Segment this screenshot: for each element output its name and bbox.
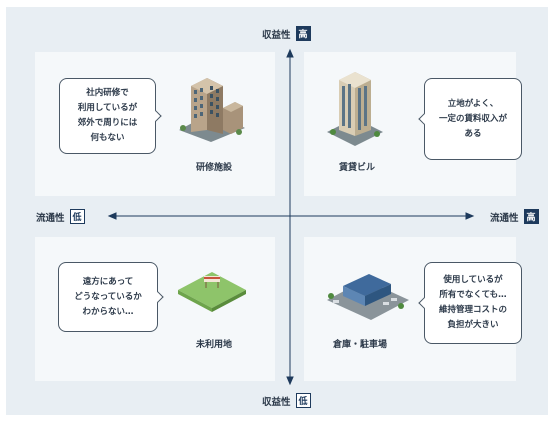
caption-training-facility: 研修施設 <box>196 163 233 173</box>
bubble-line: 遠方にあって <box>82 276 134 287</box>
rental-building-icon <box>327 72 383 146</box>
axis-label-profitability-high: 収益性 高 <box>262 26 311 41</box>
bubble-line: 使用しているが <box>443 275 503 285</box>
training-facility-building-icon <box>179 78 245 142</box>
caption-rental-building: 賃貸ビル <box>339 163 376 173</box>
bubble-line: 維持管理コストの <box>438 305 507 315</box>
warehouse-parking-icon <box>327 274 409 320</box>
bubble-line: どうなっているか <box>74 291 142 302</box>
horizontal-axis-arrow-right <box>465 212 475 220</box>
axis-label-text: 収益性 <box>262 396 291 408</box>
speech-bubble-training-facility: 社内研修で 利用しているが 郊外で周りには 何もない <box>59 78 156 154</box>
horizontal-axis <box>107 212 475 220</box>
horizontal-axis-arrow-left <box>107 212 117 220</box>
bubble-line: 利用しているが <box>77 103 138 113</box>
caption-warehouse-parking: 倉庫・駐車場 <box>333 340 388 350</box>
caption-vacant-land: 未利用地 <box>196 340 233 350</box>
axis-label-profitability-low: 収益性 低 <box>262 393 311 408</box>
axis-label-text: 収益性 <box>262 29 291 41</box>
bubble-line: 所有でなくても… <box>439 290 507 300</box>
level-badge-high: 高 <box>295 26 311 41</box>
bubble-line: 社内研修で <box>86 88 129 98</box>
bubble-line: わからない… <box>82 306 134 317</box>
level-badge-low: 低 <box>295 393 311 408</box>
vacant-land-icon <box>178 272 246 312</box>
speech-bubble-warehouse-parking: 使用しているが 所有でなくても… 維持管理コストの 負担が大きい <box>424 262 522 344</box>
bubble-line: 郊外で周りには <box>77 118 138 128</box>
speech-bubble-vacant-land: 遠方にあって どうなっているか わからない… <box>58 262 158 332</box>
bubble-line: 何もない <box>90 133 125 143</box>
level-badge-high: 高 <box>523 209 539 224</box>
speech-bubble-rental-building: 立地がよく、 一定の賃料収入が ある <box>424 78 522 160</box>
axis-label-liquidity-high: 流通性 高 <box>490 209 539 224</box>
vertical-axis-arrow-down <box>286 376 294 386</box>
bubble-line: ある <box>464 128 482 139</box>
axis-label-liquidity-low: 流通性 低 <box>36 209 85 224</box>
vertical-axis-arrow-up <box>286 48 294 58</box>
level-badge-low: 低 <box>69 209 85 224</box>
bubble-line: 立地がよく、 <box>447 98 499 109</box>
axis-label-text: 流通性 <box>490 212 519 224</box>
vertical-axis <box>286 48 294 386</box>
bubble-line: 一定の賃料収入が <box>438 113 507 124</box>
bubble-line: 負担が大きい <box>447 320 499 330</box>
axis-label-text: 流通性 <box>36 212 65 224</box>
